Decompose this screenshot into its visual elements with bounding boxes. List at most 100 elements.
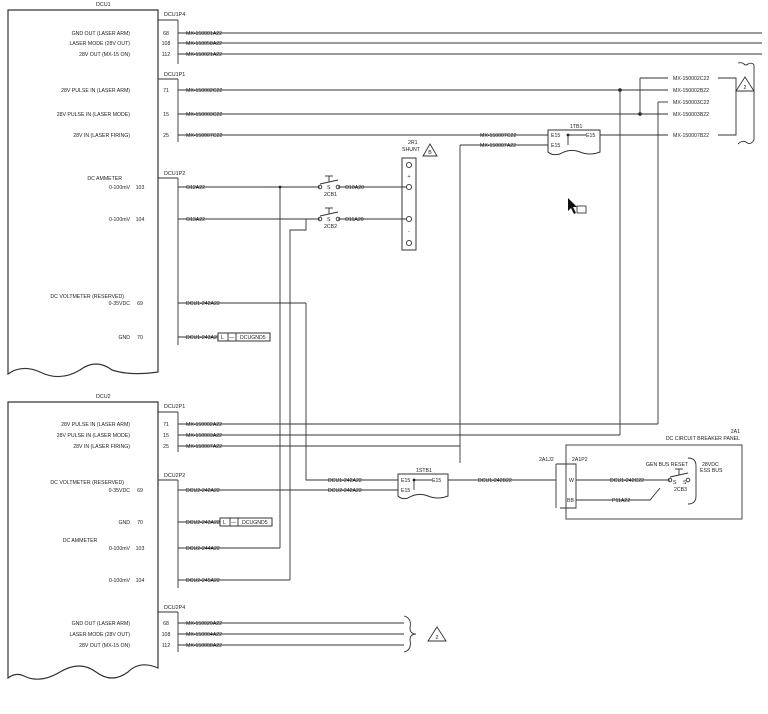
right-bus: MX-150002C22 MX-150002B22 MX-150003C22 M… [598,62,755,435]
ref-triangle-bottom [427,626,447,642]
tb2-t1: E15 [401,478,410,484]
rw5: MX-150007B22 [673,133,709,139]
dcu2-ammeter-label: DC AMMETER [63,538,98,544]
dcu1-vrange: 0-35VDC [109,301,131,307]
rw3: MX-150003C22 [673,100,709,106]
tb1-w1: MX-150007C22 [480,133,516,139]
dcu2-box [7,401,159,680]
dcu1-p4-row2-wirelabel: MX-150058A22 [186,41,222,47]
tb2-t3: E15 [401,488,410,494]
mouse-cursor-icon [568,198,587,214]
tb1-body [547,129,601,156]
dcu1-gnd-box [217,332,271,342]
dcu1-voltmeter-label: DC VOLTMETER (RESERVED) [50,294,124,300]
shunt-label1: 2R1 [408,140,418,146]
dcu2-pin69: 69 [137,488,143,494]
panel-bus1: 28VDC [702,462,719,468]
shunt-term1 [405,161,413,169]
dcu2-voltmeter-label: DC VOLTMETER (RESERVED) [50,480,124,486]
panel-cb-s2: S [683,480,687,486]
dcu1-title: DCU1 [96,2,111,8]
shunt-label2: SHUNT [402,147,421,153]
dcu1-gnd: GND [118,335,130,341]
dcu1-p4-row1-wirelabel: MX-150001A22 [186,31,222,37]
dcu2-p4-row1-wirelabel: MX-150020A22 [186,621,222,627]
dcu1-p1-row3-name: 28V IN (LASER FIRING) [73,133,130,139]
dcu1-p1-row2-name: 28V PULSE IN (LASER MODE) [57,112,130,118]
dcu2-gnd: GND [118,520,130,526]
dcu2-p1-row2-name: 28V PULSE IN (LASER MODE) [57,433,130,439]
ref-triangle-top-label: 2 [744,85,747,91]
dcu1-gnd-box-b: — [229,335,235,341]
dcu2-title: DCU2 [96,394,111,400]
sw1-wout: O10A20 [345,185,364,191]
panel-w1: DCU1-242C22 [610,478,644,484]
panel-w2-line [576,487,661,501]
panel-plug [556,463,577,509]
panel-pin-w: W [569,478,574,484]
panel-bus2: ESS BUS [700,468,723,474]
dcu2-gnd-box-a: L [223,520,226,526]
dcu1-p1-row1-pin: 71 [163,88,169,94]
dcu1-gnd-box-a: L [221,335,224,341]
shunt-term3 [405,215,413,223]
tb1-dot [566,133,570,137]
shunt-term4 [405,239,413,247]
shunt-minus: - [408,229,410,235]
dcu2-p1-row3-name: 28V IN (LASER FIRING) [73,444,130,450]
dcu2-p4-row3-name: 28V OUT (MX-15 ON) [79,643,130,649]
dcu1-pin69: 69 [137,301,143,307]
panel-box [565,444,743,520]
panel-cb-name: 2CB3 [674,487,687,493]
panel-title: DC CIRCUIT BREAKER PANEL [666,436,740,442]
tb2-label: 1STB1 [416,468,432,474]
dcu2-p4-row1-name: GND OUT (LASER ARM) [72,621,131,627]
dcu1-ammeter-label: DC AMMETER [87,176,122,182]
panel-pin-bb: BB [567,498,574,504]
dcu2-gnd-box [219,517,273,527]
dcu1-box [7,9,159,378]
dcu2-p1-row1-pin: 71 [163,422,169,428]
dcu2-gnd-box-b: — [231,520,237,526]
dcu2-p4-row3-pin: 112 [162,643,170,649]
shunt: 2R1 SHUNT B + - [401,140,438,251]
tb1-label: 1TB1 [570,124,583,130]
panel-w2: P11A22 [612,498,630,504]
tb2-w-in1: DCU1-242A22 [328,478,362,484]
dcu2-p4-row3-wirelabel: MX-150008A22 [186,643,222,649]
dcu2-104-run [289,218,320,580]
dcu1-pin70: 70 [137,335,143,341]
dcu1-gnd-box-label: DCUGND5 [240,335,266,341]
panel-p-label: 2A1P2 [572,457,588,463]
dcu1-pin103: 103 [136,185,145,191]
sw2-s: S [327,217,331,223]
dcu1-w103: O12A22 [186,185,205,191]
dcu2-p1-label: DCU2P1 [164,404,185,410]
sw1-s: S [327,185,331,191]
dcu1-w69: DCU1-242A22 [186,301,220,307]
dcu2-range1: 0-100mV [109,546,131,552]
dcu2-p4-label: DCU2P4 [164,605,185,611]
tb2-dot [412,478,416,482]
dcu2-p1-row3-wirelabel: MX-150007A22 [186,444,222,450]
right-bracket [718,77,737,136]
cb-panel: 2A1 DC CIRCUIT BREAKER PANEL 2A1J2 2A1P2… [539,429,743,520]
tb1-t1: E15 [551,133,560,139]
shunt-term2 [405,183,413,191]
dcu2-w70: DCU2-243A22N [186,520,224,526]
panel-cb-a [667,477,673,483]
panel-cb-b [685,477,691,483]
dcu1-p1-row3-pin: 25 [163,133,169,139]
tb2-t2: E15 [432,478,441,484]
shunt-plus: + [407,174,410,180]
tb1-t3: E15 [551,143,560,149]
dcu1-p4-row3-name: 28V OUT (MX-15 ON) [79,52,130,58]
dcu2-range2: 0-100mV [109,578,131,584]
dcu2-p1-row1-wirelabel: MX-150002A22 [186,422,222,428]
dcu1-p4-row2-name: LASER MODE (28V OUT) [69,41,130,47]
panel-cb-label: GEN BUS RESET [646,462,689,468]
dcu1-p4-row2-pin: 108 [162,41,171,47]
dcu1-pin104: 104 [136,217,145,223]
right-edge [737,62,755,145]
